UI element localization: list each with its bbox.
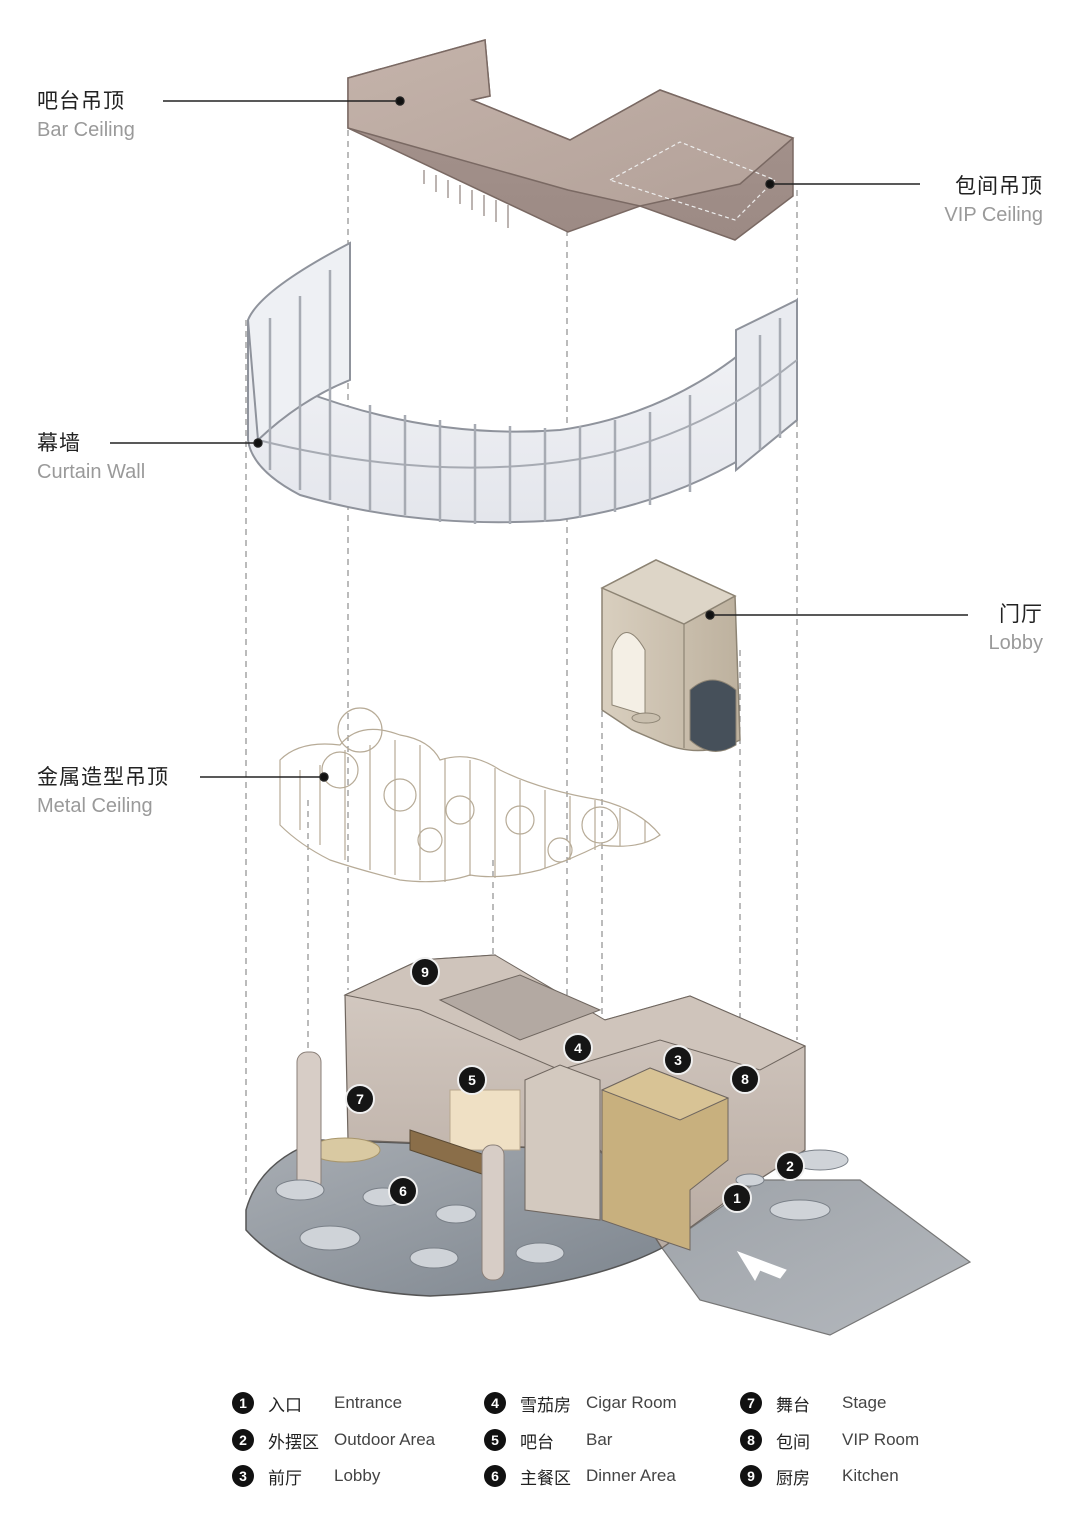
- legend: 1 入口 Entrance 2 外摆区 Outdoor Area 3 前厅 Lo…: [232, 1390, 952, 1500]
- legend-label-cn: 主餐区: [520, 1468, 571, 1489]
- legend-item-dinner-area: 6 主餐区 Dinner Area: [484, 1463, 676, 1489]
- legend-item-outdoor-area: 2 外摆区 Outdoor Area: [232, 1427, 435, 1453]
- legend-number: 8: [740, 1429, 762, 1451]
- legend-number: 4: [484, 1392, 506, 1414]
- callout-curtain-wall: 幕墙 Curtain Wall: [37, 431, 146, 484]
- ground-floor-model: [245, 954, 972, 1336]
- callout-bar-ceiling-en: Bar Ceiling: [37, 119, 135, 142]
- plan-marker-1: 1: [722, 1183, 752, 1213]
- plan-marker-5: 5: [457, 1065, 487, 1095]
- callout-lobby-cn: 门厅: [999, 602, 1043, 626]
- plan-marker-9: 9: [410, 957, 440, 987]
- callout-vip-ceiling: 包间吊顶 VIP Ceiling: [944, 174, 1043, 227]
- legend-label-cn: 外摆区: [268, 1432, 319, 1453]
- plan-marker-4: 4: [563, 1033, 593, 1063]
- legend-label-cn: 前厅: [268, 1468, 302, 1489]
- plan-marker-7: 7: [345, 1084, 375, 1114]
- legend-number: 7: [740, 1392, 762, 1414]
- legend-label-cn: 入口: [268, 1395, 302, 1416]
- callout-curtain-wall-en: Curtain Wall: [37, 461, 146, 484]
- legend-label-cn: 吧台: [520, 1432, 554, 1453]
- plan-marker-8: 8: [730, 1064, 760, 1094]
- curtain-wall: [246, 241, 798, 524]
- callout-metal-ceiling: 金属造型吊顶 Metal Ceiling: [37, 765, 169, 818]
- legend-number: 5: [484, 1429, 506, 1451]
- callout-metal-ceiling-en: Metal Ceiling: [37, 795, 153, 818]
- legend-label-en: Outdoor Area: [334, 1430, 436, 1449]
- legend-item-lobby: 3 前厅 Lobby: [232, 1463, 380, 1489]
- legend-label-en: Stage: [842, 1393, 887, 1412]
- legend-item-kitchen: 9 厨房 Kitchen: [740, 1463, 899, 1489]
- legend-label-cn: 舞台: [776, 1395, 810, 1416]
- legend-label-en: Lobby: [334, 1466, 381, 1485]
- lobby-volume: [600, 559, 741, 752]
- callout-bar-ceiling: 吧台吊顶 Bar Ceiling: [37, 89, 135, 142]
- metal-ceiling: [279, 707, 661, 883]
- legend-label-en: Entrance: [334, 1393, 403, 1412]
- plan-marker-2: 2: [775, 1151, 805, 1181]
- legend-number: 2: [232, 1429, 254, 1451]
- callout-lobby: 门厅 Lobby: [988, 602, 1044, 655]
- legend-label-en: Bar: [586, 1430, 613, 1449]
- legend-number: 6: [484, 1465, 506, 1487]
- legend-item-entrance: 1 入口 Entrance: [232, 1390, 402, 1416]
- legend-label-en: Dinner Area: [586, 1466, 676, 1485]
- legend-label-cn: 雪茄房: [520, 1395, 571, 1416]
- callout-lobby-en: Lobby: [988, 632, 1044, 655]
- legend-label-cn: 包间: [776, 1432, 810, 1453]
- legend-item-cigar-room: 4 雪茄房 Cigar Room: [484, 1390, 677, 1416]
- legend-number: 9: [740, 1465, 762, 1487]
- callout-vip-ceiling-cn: 包间吊顶: [955, 174, 1043, 198]
- legend-label-en: Kitchen: [842, 1466, 899, 1485]
- callout-curtain-wall-cn: 幕墙: [37, 431, 81, 455]
- legend-label-en: VIP Room: [842, 1430, 920, 1449]
- legend-number: 3: [232, 1465, 254, 1487]
- legend-label-cn: 厨房: [776, 1468, 810, 1489]
- legend-item-vip-room: 8 包间 VIP Room: [740, 1427, 919, 1453]
- callout-bar-ceiling-cn: 吧台吊顶: [37, 89, 125, 113]
- ceiling-block: [347, 39, 795, 241]
- plan-marker-6: 6: [388, 1176, 418, 1206]
- callout-metal-ceiling-cn: 金属造型吊顶: [37, 765, 169, 789]
- callout-vip-ceiling-en: VIP Ceiling: [944, 204, 1043, 227]
- legend-label-en: Cigar Room: [586, 1393, 677, 1412]
- legend-number: 1: [232, 1392, 254, 1414]
- legend-item-bar: 5 吧台 Bar: [484, 1427, 612, 1453]
- plan-marker-3: 3: [663, 1045, 693, 1075]
- legend-item-stage: 7 舞台 Stage: [740, 1390, 886, 1416]
